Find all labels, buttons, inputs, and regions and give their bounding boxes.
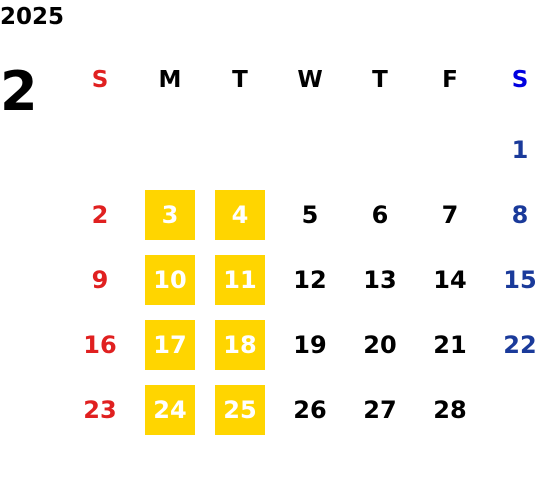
day-highlight: [145, 255, 195, 305]
day-cell-19[interactable]: 19: [293, 331, 327, 359]
day-cell-20[interactable]: 20: [363, 331, 397, 359]
day-cell-12[interactable]: 12: [293, 266, 327, 294]
weekday-header-tue: T: [232, 67, 248, 93]
day-cell-28[interactable]: 28: [433, 396, 467, 424]
day-cell-11[interactable]: 11: [223, 266, 257, 294]
day-cell-5[interactable]: 5: [301, 201, 319, 229]
year-label: 2025: [0, 4, 65, 30]
day-highlight: [215, 255, 265, 305]
day-cell-21[interactable]: 21: [433, 331, 467, 359]
day-cell-17[interactable]: 17: [153, 331, 187, 359]
day-cell-3[interactable]: 3: [161, 201, 179, 229]
weekday-header-fri: F: [442, 67, 458, 93]
day-cell-9[interactable]: 9: [91, 266, 109, 294]
day-cell-4[interactable]: 4: [231, 201, 249, 229]
day-cell-1[interactable]: 1: [511, 136, 529, 164]
day-cell-18[interactable]: 18: [223, 331, 257, 359]
weekday-header-sun: S: [91, 67, 109, 93]
day-cell-13[interactable]: 13: [363, 266, 397, 294]
day-highlight: [145, 320, 195, 370]
day-cell-2[interactable]: 2: [91, 201, 109, 229]
day-cell-23[interactable]: 23: [83, 396, 117, 424]
day-cell-22[interactable]: 22: [503, 331, 537, 359]
month-label: 2: [0, 60, 38, 123]
weekday-header-thu: T: [372, 67, 388, 93]
day-cell-24[interactable]: 24: [153, 396, 187, 424]
day-cell-27[interactable]: 27: [363, 396, 397, 424]
day-cell-26[interactable]: 26: [293, 396, 327, 424]
day-highlight: [215, 190, 265, 240]
day-highlight: [145, 385, 195, 435]
day-cell-16[interactable]: 16: [83, 331, 117, 359]
day-cell-7[interactable]: 7: [441, 201, 459, 229]
day-cell-14[interactable]: 14: [433, 266, 467, 294]
day-cell-25[interactable]: 25: [223, 396, 257, 424]
weekday-header-sat: S: [511, 67, 529, 93]
weekday-header-wed: W: [297, 67, 323, 93]
day-highlight: [145, 190, 195, 240]
day-cell-6[interactable]: 6: [371, 201, 389, 229]
day-cell-8[interactable]: 8: [511, 201, 529, 229]
day-highlight: [215, 385, 265, 435]
day-cell-10[interactable]: 10: [153, 266, 187, 294]
day-highlight: [215, 320, 265, 370]
day-cell-15[interactable]: 15: [503, 266, 537, 294]
weekday-header-mon: M: [158, 67, 182, 93]
